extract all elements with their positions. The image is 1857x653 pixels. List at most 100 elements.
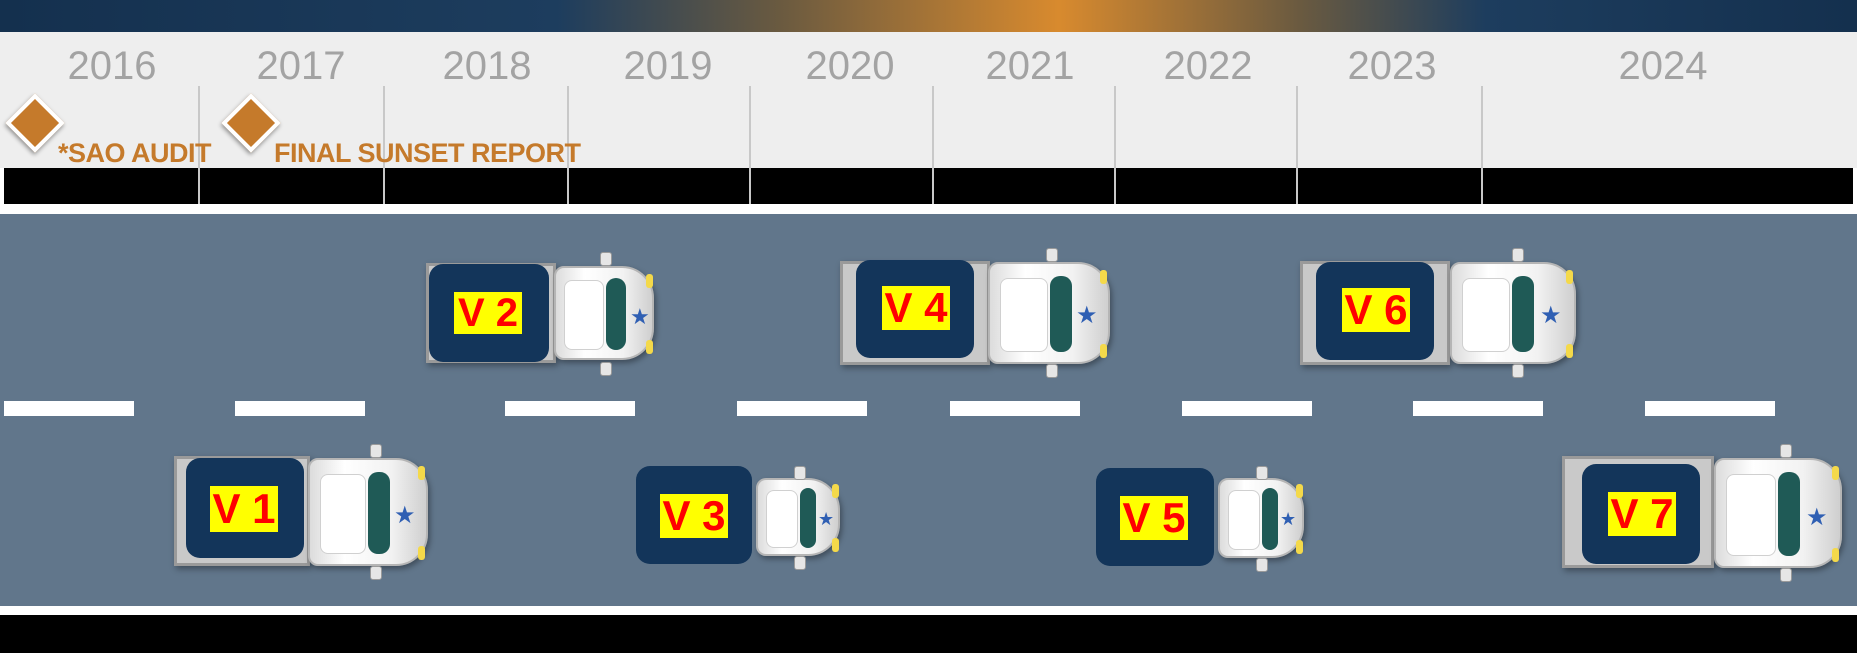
star-logo-icon: ★ [394, 502, 416, 529]
star-logo-icon: ★ [1076, 302, 1098, 329]
star-logo-icon: ★ [1280, 509, 1297, 529]
windshield [606, 278, 626, 350]
headlight [1100, 344, 1107, 358]
lane-dash [1182, 401, 1312, 416]
headlight [1832, 548, 1839, 562]
star-logo-icon: ★ [1806, 504, 1828, 531]
side-mirror [1780, 568, 1792, 582]
headlight [1566, 344, 1573, 358]
headlight [1832, 466, 1839, 480]
vehicle-v6: V 6 ★ [1300, 246, 1578, 378]
lane-dash [235, 401, 365, 416]
year-divider [1114, 86, 1116, 204]
year-2021-label: 2021 [985, 44, 1075, 88]
truck-cab: ★ [1714, 458, 1842, 568]
sao-audit-milestone-label: *SAO AUDIT [58, 138, 212, 168]
headlight [1100, 270, 1107, 284]
year-divider [567, 86, 569, 204]
side-mirror [600, 362, 612, 376]
cab-roof [564, 280, 604, 350]
vehicle-tag-v2: V 2 [454, 292, 522, 334]
vehicle-tag-v3: V 3 [660, 494, 728, 538]
side-mirror [1256, 558, 1268, 572]
lane-dash [737, 401, 867, 416]
lane-dash [505, 401, 635, 416]
cab-roof [1228, 490, 1260, 550]
windshield [1778, 472, 1800, 556]
truck-cab: ★ [988, 262, 1110, 364]
year-divider [932, 86, 934, 204]
vehicle-tag-v1: V 1 [210, 486, 278, 532]
year-divider [749, 86, 751, 204]
vehicle-v7: V 7 ★ [1562, 440, 1846, 586]
windshield [800, 488, 816, 548]
vehicle-v2: V 2 ★ [426, 248, 656, 378]
year-2023-label: 2023 [1347, 44, 1437, 88]
side-mirror [370, 444, 382, 458]
final-sunset-report-milestone-label: FINAL SUNSET REPORT [274, 138, 581, 168]
headlight [832, 538, 839, 552]
cab-roof [1000, 278, 1048, 352]
star-logo-icon: ★ [1540, 302, 1562, 329]
timeline-black-bar [4, 168, 1853, 204]
year-2019-label: 2019 [623, 44, 713, 88]
windshield [368, 472, 390, 554]
vehicle-tag-v7: V 7 [1608, 492, 1676, 536]
headlight [646, 340, 653, 354]
year-divider [1296, 86, 1298, 204]
year-2024-label: 2024 [1618, 44, 1708, 88]
cab-roof [1726, 474, 1776, 556]
year-divider [383, 86, 385, 204]
star-logo-icon: ★ [818, 509, 835, 529]
cab-roof [320, 474, 366, 554]
lane-dash [4, 401, 134, 416]
truck-cab: ★ [308, 458, 428, 566]
headlight [832, 484, 839, 498]
truck-cab: ★ [1450, 262, 1576, 364]
headlight [418, 546, 425, 560]
windshield [1512, 276, 1534, 352]
vehicle-tag-v6: V 6 [1342, 288, 1410, 332]
top-banner [0, 0, 1857, 32]
year-divider [198, 86, 200, 204]
truck-cab: ★ [756, 478, 840, 556]
lane-dash [1413, 401, 1543, 416]
side-mirror [1512, 364, 1524, 378]
lane-dash [950, 401, 1080, 416]
headlight [646, 274, 653, 288]
lane-dash [1645, 401, 1775, 416]
truck-cab: ★ [554, 266, 654, 360]
cab-roof [1462, 278, 1510, 352]
vehicle-v5: V 5 ★ [1096, 462, 1308, 574]
windshield [1050, 276, 1072, 352]
bottom-black-bar [0, 615, 1857, 653]
truck-cab: ★ [1218, 478, 1304, 558]
cab-roof [766, 490, 798, 548]
side-mirror [794, 556, 806, 570]
vehicle-v3: V 3 ★ [636, 462, 842, 574]
side-mirror [1046, 248, 1058, 262]
headlight [418, 466, 425, 480]
timeline-band [0, 32, 1857, 168]
year-divider [1481, 86, 1483, 204]
side-mirror [1780, 444, 1792, 458]
headlight [1296, 484, 1303, 498]
vehicle-v1: V 1 ★ [174, 440, 430, 582]
vehicle-tag-v5: V 5 [1120, 496, 1188, 540]
side-mirror [600, 252, 612, 266]
year-2020-label: 2020 [805, 44, 895, 88]
vehicle-tag-v4: V 4 [882, 286, 950, 330]
year-2016-label: 2016 [67, 44, 157, 88]
star-logo-icon: ★ [630, 304, 650, 329]
headlight [1296, 540, 1303, 554]
year-2022-label: 2022 [1163, 44, 1253, 88]
side-mirror [370, 566, 382, 580]
side-mirror [1046, 364, 1058, 378]
windshield [1262, 488, 1278, 550]
side-mirror [1256, 466, 1268, 480]
side-mirror [794, 466, 806, 480]
year-2018-label: 2018 [442, 44, 532, 88]
year-2017-label: 2017 [256, 44, 346, 88]
vehicle-v4: V 4 ★ [840, 246, 1112, 378]
headlight [1566, 270, 1573, 284]
